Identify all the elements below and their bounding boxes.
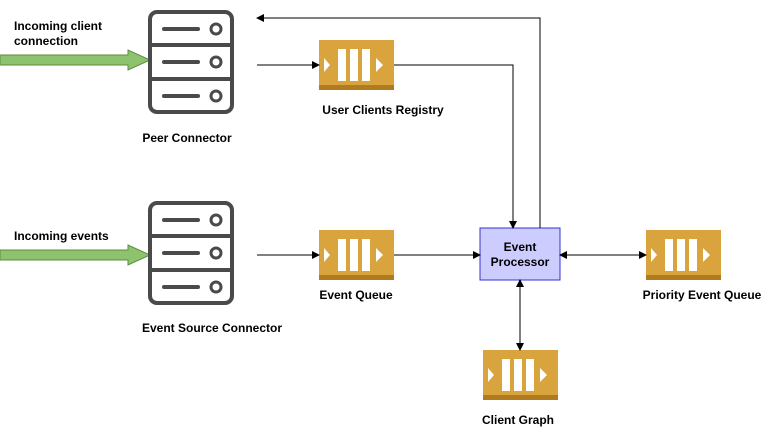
incoming-events-label: Incoming events	[14, 229, 109, 243]
user-clients-registry-label: User Clients Registry	[322, 103, 444, 117]
client-graph-label: Client Graph	[482, 413, 554, 427]
incoming-client-label-line1: Incoming client	[14, 19, 102, 33]
priority-event-queue-label: Priority Event Queue	[643, 288, 762, 302]
message-queue-icon	[319, 40, 394, 90]
event-queue-label: Event Queue	[319, 288, 393, 302]
server-rack-icon	[148, 10, 234, 114]
event-processor-label-line2: Processor	[491, 255, 550, 269]
event-processor-label-line1: Event	[504, 240, 537, 254]
peer-connector-label: Peer Connector	[142, 131, 232, 145]
event-processor-box: Event Processor	[479, 227, 561, 281]
connector-processor-to-peer	[256, 14, 541, 228]
message-queue-icon	[646, 230, 721, 280]
message-queue-icon	[319, 230, 394, 280]
green-arrow-icon	[0, 49, 152, 71]
message-queue-icon	[483, 350, 558, 400]
connector-registry-to-processor	[394, 64, 517, 229]
connectors	[256, 14, 647, 351]
event-source-connector-label: Event Source Connector	[142, 321, 282, 335]
server-rack-icon	[148, 201, 234, 305]
incoming-client-label-line2: connection	[14, 34, 78, 48]
green-arrow-icon	[0, 244, 152, 266]
